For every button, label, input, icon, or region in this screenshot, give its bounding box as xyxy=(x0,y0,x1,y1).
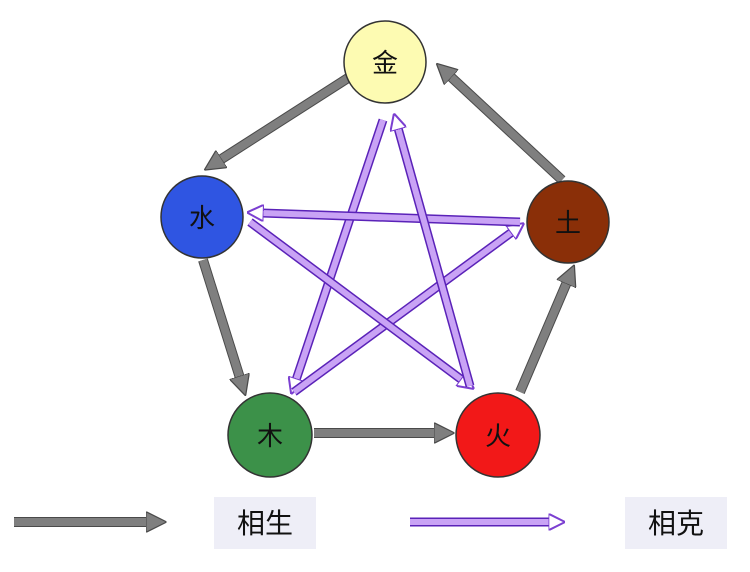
legend-generate-label: 相生 xyxy=(237,507,293,540)
node-metal: 金 xyxy=(343,20,427,104)
legend: 相生 相克 xyxy=(14,497,727,549)
node-fire: 火 xyxy=(455,392,541,478)
node-earth-label: 土 xyxy=(555,209,581,239)
node-metal-label: 金 xyxy=(372,49,398,79)
node-wood-circle xyxy=(227,392,313,478)
node-water-circle xyxy=(160,175,244,259)
node-metal-circle xyxy=(343,20,427,104)
legend-overcome-box xyxy=(625,497,727,549)
overcome-arrows xyxy=(250,120,520,392)
generate-arrows xyxy=(198,76,567,433)
node-water-label: 水 xyxy=(189,204,215,234)
node-fire-circle xyxy=(455,392,541,478)
node-wood-label: 木 xyxy=(257,422,283,452)
node-water: 水 xyxy=(160,175,244,259)
legend-overcome-label: 相克 xyxy=(648,507,704,540)
legend-generate-box xyxy=(214,497,316,549)
node-fire-label: 火 xyxy=(485,422,511,452)
node-earth-circle xyxy=(526,180,610,264)
node-wood: 木 xyxy=(227,392,313,478)
node-earth: 土 xyxy=(526,180,610,264)
